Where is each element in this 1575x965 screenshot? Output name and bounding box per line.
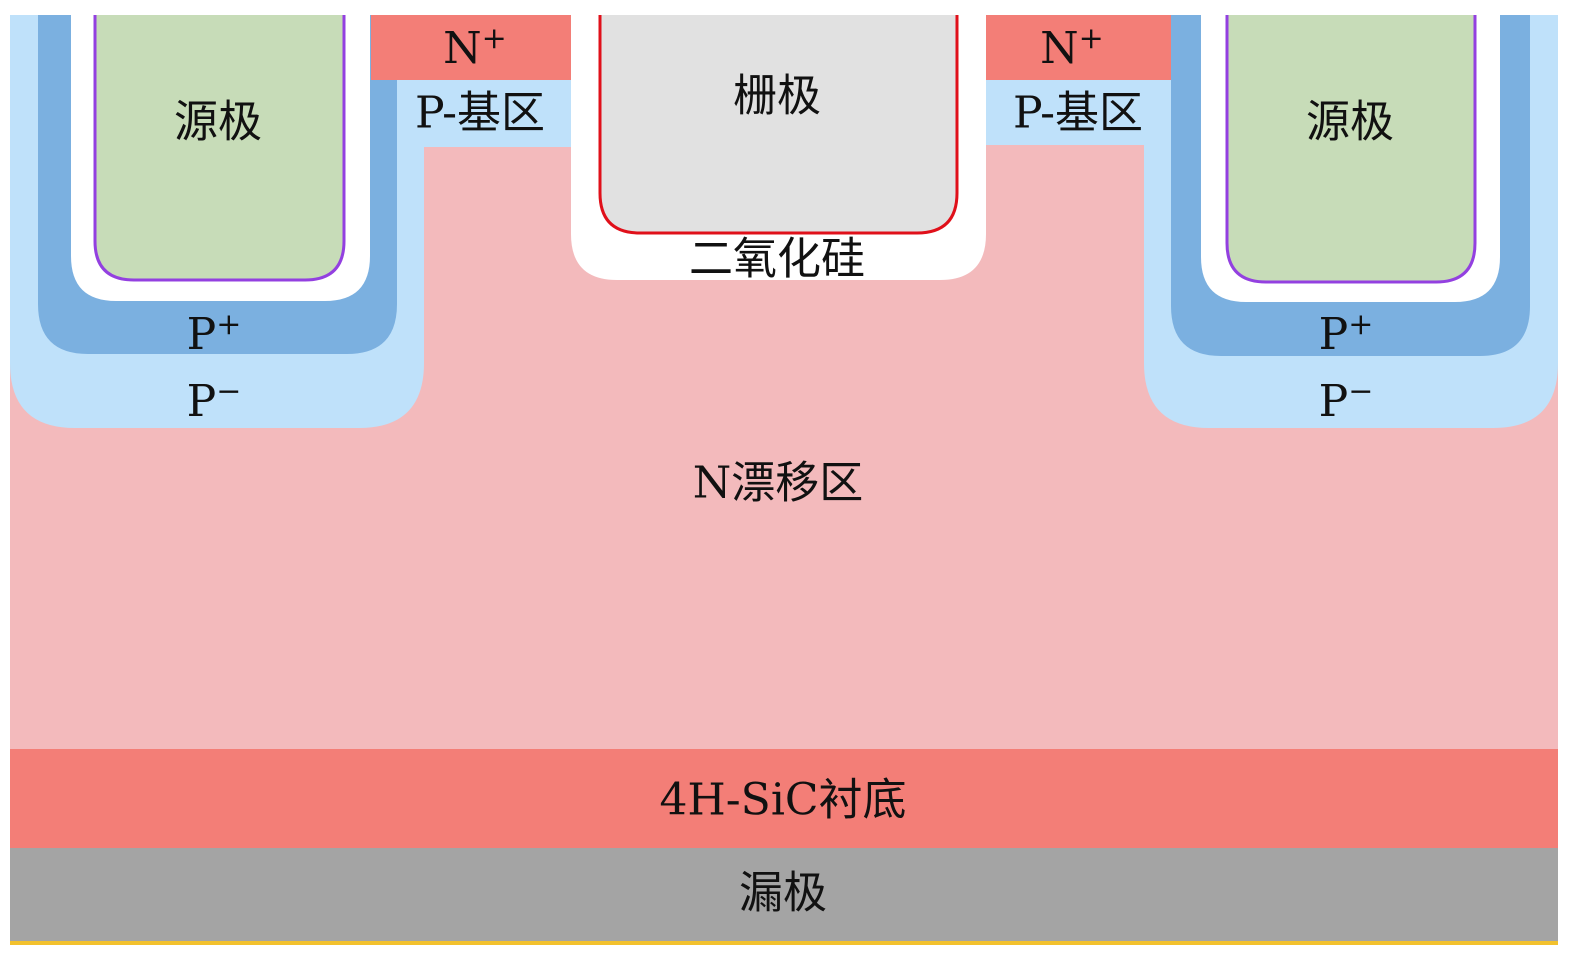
drain-layer <box>10 848 1558 942</box>
drain-label: 漏极 <box>739 868 827 919</box>
n-plus-right-label: N+ <box>1040 21 1104 74</box>
drain-contact-line <box>10 941 1558 945</box>
p-minus-right-label: P− <box>1319 374 1374 427</box>
n-plus-left-label: N+ <box>443 21 507 74</box>
drift-label: N漂移区 <box>693 458 864 509</box>
p-base-left <box>371 80 571 147</box>
substrate-layer <box>10 749 1558 848</box>
n-plus-left <box>371 15 571 80</box>
source-right <box>1225 15 1477 284</box>
gate-label: 栅极 <box>733 71 821 122</box>
source-right-label: 源极 <box>1306 97 1394 148</box>
p-base-left-label: P-基区 <box>415 88 545 139</box>
p-plus-left-label: P+ <box>187 307 242 360</box>
gate <box>598 15 959 235</box>
p-base-right <box>986 80 1171 145</box>
source-left <box>93 15 346 282</box>
source-left-label: 源极 <box>174 97 262 148</box>
p-plus-right-label: P+ <box>1319 307 1374 360</box>
substrate-label: 4H-SiC衬底 <box>659 775 906 826</box>
oxide-label: 二氧化硅 <box>689 234 865 285</box>
n-plus-right <box>986 15 1171 80</box>
p-minus-left-label: P− <box>187 374 242 427</box>
p-base-right-label: P-基区 <box>1013 88 1143 139</box>
